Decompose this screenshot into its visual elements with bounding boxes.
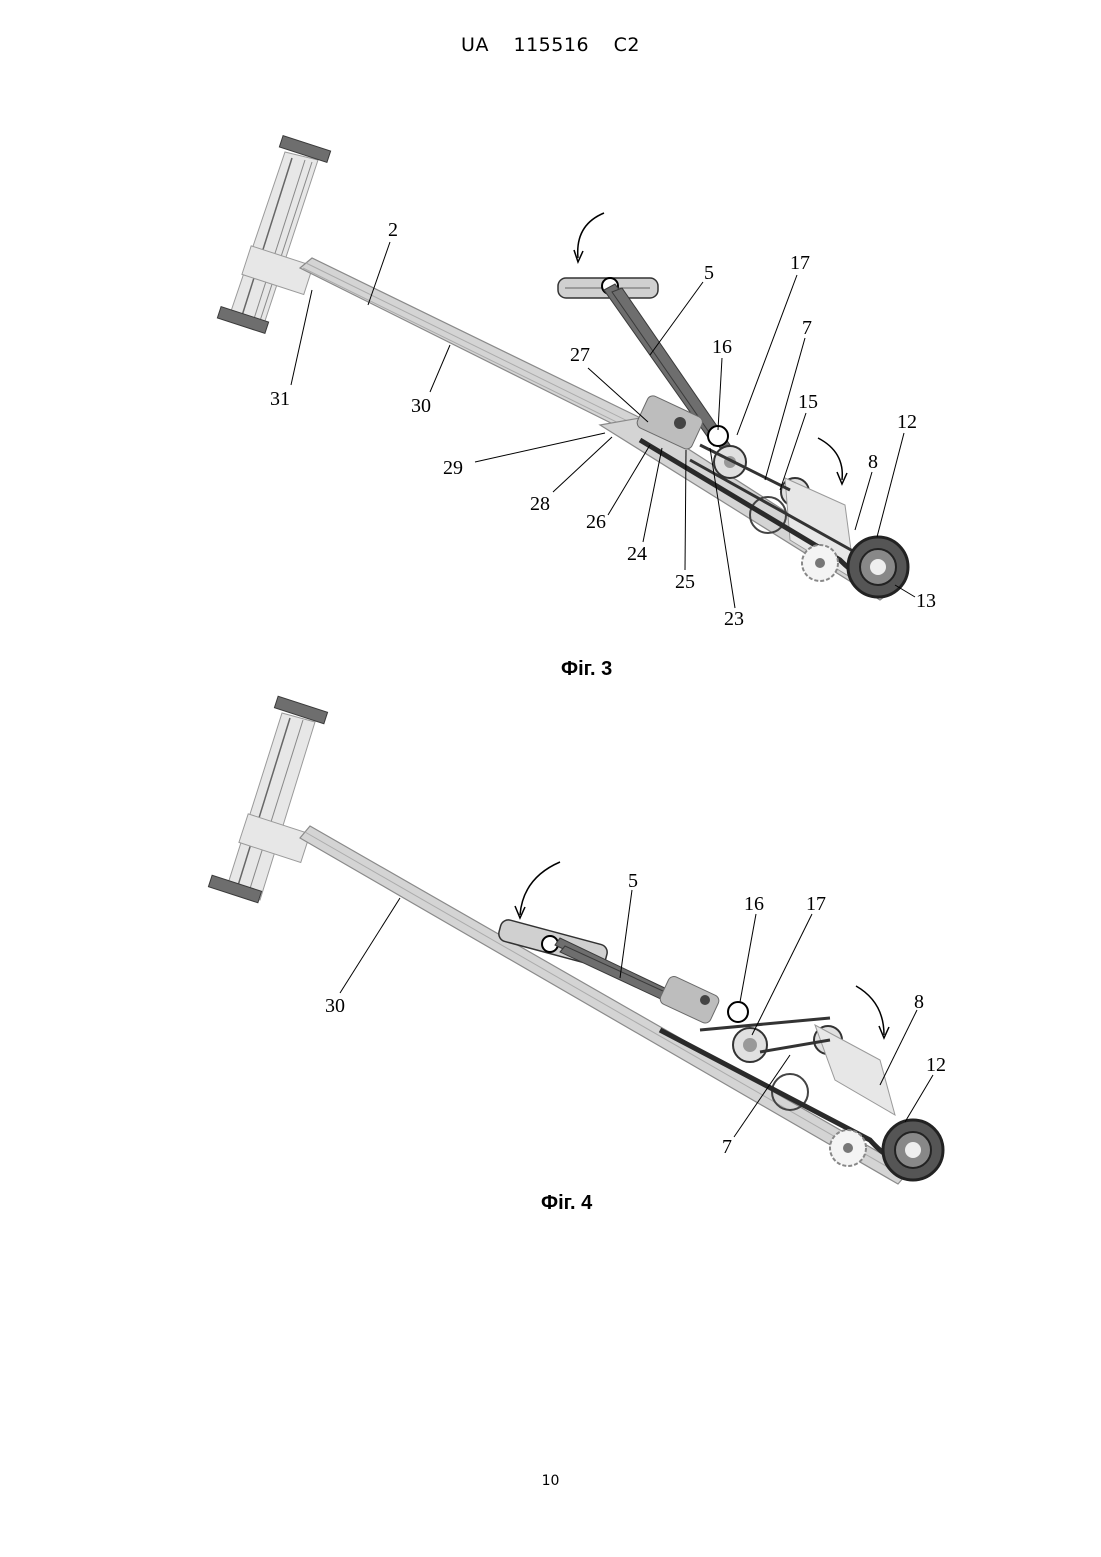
fig4-label-7: 7 — [722, 1136, 732, 1158]
fig3-label-29: 29 — [443, 457, 463, 479]
fig3-label-16: 16 — [712, 336, 732, 358]
fig3-label-30: 30 — [411, 395, 431, 417]
fig3-label-7: 7 — [802, 317, 812, 339]
figure-4-caption: Фіг. 4 — [541, 1192, 592, 1215]
fig3-label-31: 31 — [270, 388, 290, 410]
fig4-label-17: 17 — [806, 893, 826, 915]
fig3-label-28: 28 — [530, 493, 550, 515]
fig4-label-30: 30 — [325, 995, 345, 1017]
fig4-label-5: 5 — [628, 870, 638, 892]
fig4-track — [660, 1030, 943, 1180]
fig3-label-5: 5 — [704, 262, 714, 284]
fig3-label-17: 17 — [790, 252, 810, 274]
fig4-label-12: 12 — [926, 1054, 946, 1076]
fig4-label-16: 16 — [744, 893, 764, 915]
fig3-label-24: 24 — [627, 543, 647, 565]
fig3-label-25: 25 — [675, 571, 695, 593]
fig4-handle — [208, 696, 327, 902]
fig3-label-12: 12 — [897, 411, 917, 433]
fig3-handle — [217, 136, 330, 334]
fig3-label-23: 23 — [724, 608, 744, 630]
figure-3-caption: Фіг. 3 — [561, 658, 612, 681]
fig3-label-26: 26 — [586, 511, 606, 533]
fig4-label-8: 8 — [914, 991, 924, 1013]
page-number: 10 — [0, 1473, 1101, 1489]
fig3-label-27: 27 — [570, 344, 590, 366]
fig4-shaft — [300, 826, 910, 1184]
fig3-label-2: 2 — [388, 219, 398, 241]
fig3-label-15: 15 — [798, 391, 818, 413]
fig3-label-13: 13 — [916, 590, 936, 612]
fig3-label-8: 8 — [868, 451, 878, 473]
